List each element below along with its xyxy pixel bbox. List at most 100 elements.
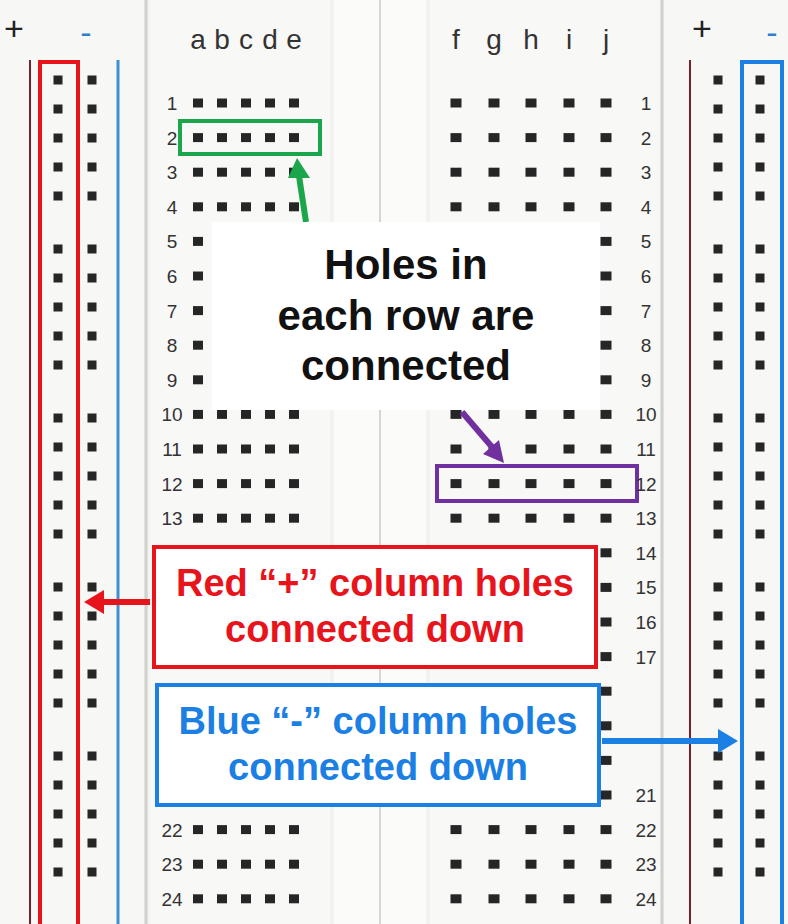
breadboard-hole [193,894,203,903]
board-groove [145,0,148,924]
breadboard-hole [88,76,97,85]
breadboard-hole [88,443,97,452]
breadboard-hole [489,894,500,903]
breadboard-hole [714,641,723,650]
callout-text: Blue “-” column holes connected down [172,699,584,790]
breadboard-hole [756,868,765,877]
row-number: 1 [641,94,652,113]
breadboard-hole [601,99,612,108]
breadboard-hole [714,192,723,201]
breadboard-hole [88,583,97,592]
row-number: 9 [641,370,652,389]
breadboard-hole [193,410,203,419]
breadboard-hole [265,99,275,108]
breadboard-hole [601,791,612,800]
breadboard-hole [289,479,299,488]
breadboard-hole [526,860,537,869]
breadboard-hole [601,894,612,903]
breadboard-hole [289,202,299,211]
breadboard-hole [54,612,63,621]
leader-arrow [602,738,720,744]
positive-rail-line [29,60,31,924]
breadboard-hole [564,860,575,869]
row-number: 11 [636,440,656,459]
column-label: d [262,26,278,54]
breadboard-hole [564,445,575,454]
breadboard-hole [451,168,462,177]
breadboard-hole [88,361,97,370]
arrowhead [483,440,504,463]
breadboard-hole [714,868,723,877]
breadboard-hole [601,306,612,315]
row-number: 4 [167,197,178,216]
breadboard-hole [88,105,97,114]
row-highlight [437,466,637,501]
leader-arrow [462,412,492,447]
breadboard-hole [601,721,612,730]
breadboard-hole [54,443,63,452]
breadboard-hole [241,168,251,177]
breadboard-hole [88,530,97,539]
breadboard-hole [193,272,203,281]
breadboard-hole [489,168,500,177]
arrowhead [288,158,310,178]
breadboard-hole [756,134,765,143]
breadboard-hole [714,332,723,341]
breadboard-hole [601,168,612,177]
breadboard-hole [601,375,612,384]
breadboard-hole [756,332,765,341]
row-number: 12 [161,474,182,493]
breadboard-hole [54,699,63,708]
row-number: 9 [167,370,178,389]
breadboard-hole [601,341,612,350]
breadboard-hole [526,133,537,142]
breadboard-hole [193,202,203,211]
breadboard-hole [88,810,97,819]
breadboard-hole [526,825,537,834]
breadboard-hole [217,202,227,211]
breadboard-hole [714,810,723,819]
breadboard-hole [193,479,203,488]
negative-rail-line [117,60,120,924]
column-label: f [452,26,460,54]
row-number: 10 [635,405,656,424]
row-number: 1 [167,94,178,113]
breadboard-hole [88,332,97,341]
breadboard-hole [601,548,612,557]
breadboard-hole [526,894,537,903]
breadboard-hole [54,472,63,481]
row-number: 11 [162,440,182,459]
breadboard-hole [88,163,97,172]
breadboard-hole [526,99,537,108]
breadboard-hole [54,670,63,679]
breadboard-hole [241,99,251,108]
breadboard-hole [756,612,765,621]
breadboard-hole [217,133,227,142]
row-number: 2 [641,128,652,147]
breadboard-hole [601,583,612,592]
breadboard-hole [714,530,723,539]
row-number: 6 [641,267,652,286]
arrowhead [718,729,738,753]
breadboard-hole [756,501,765,510]
breadboard-hole [451,860,462,869]
breadboard-hole [241,410,251,419]
breadboard-hole [714,699,723,708]
breadboard-hole [88,612,97,621]
breadboard-hole [241,514,251,523]
breadboard-hole [265,168,275,177]
breadboard-hole [217,894,227,903]
breadboard-hole [526,514,537,523]
row-number: 10 [161,405,182,424]
breadboard-hole [451,894,462,903]
breadboard-hole [451,479,462,488]
breadboard-hole [54,134,63,143]
column-label: i [566,26,572,54]
breadboard-hole [54,752,63,761]
column-label: e [286,26,302,54]
breadboard-hole [54,76,63,85]
breadboard-hole [217,445,227,454]
breadboard-hole [193,133,203,142]
breadboard-hole [54,274,63,283]
breadboard-hole [54,583,63,592]
